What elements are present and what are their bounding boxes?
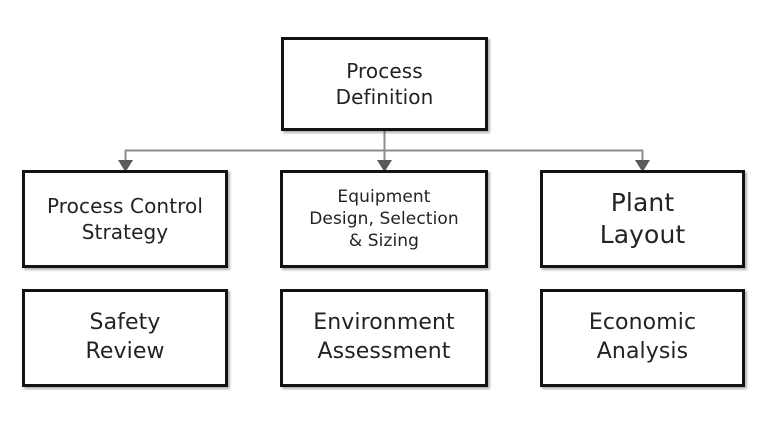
node-equipment-design-selection-sizing-label: Equipment Design, Selection & Sizing xyxy=(309,186,459,252)
node-process-definition-label: Process Definition xyxy=(335,59,434,109)
node-process-control-strategy-label: Process Control Strategy xyxy=(46,194,204,244)
node-process-definition[interactable]: Process Definition xyxy=(281,37,488,131)
node-environment-assessment[interactable]: Environment Assessment xyxy=(280,289,488,387)
node-economic-analysis[interactable]: Economic Analysis xyxy=(540,289,745,387)
node-environment-assessment-label: Environment Assessment xyxy=(313,310,455,364)
node-plant-layout-label: Plant Layout xyxy=(599,187,686,250)
node-safety-review-label: Safety Review xyxy=(85,310,165,364)
node-economic-analysis-label: Economic Analysis xyxy=(588,310,697,364)
node-equipment-design-selection-sizing[interactable]: Equipment Design, Selection & Sizing xyxy=(280,170,488,268)
node-safety-review[interactable]: Safety Review xyxy=(22,289,228,387)
node-process-control-strategy[interactable]: Process Control Strategy xyxy=(22,170,228,268)
node-plant-layout[interactable]: Plant Layout xyxy=(540,170,745,268)
